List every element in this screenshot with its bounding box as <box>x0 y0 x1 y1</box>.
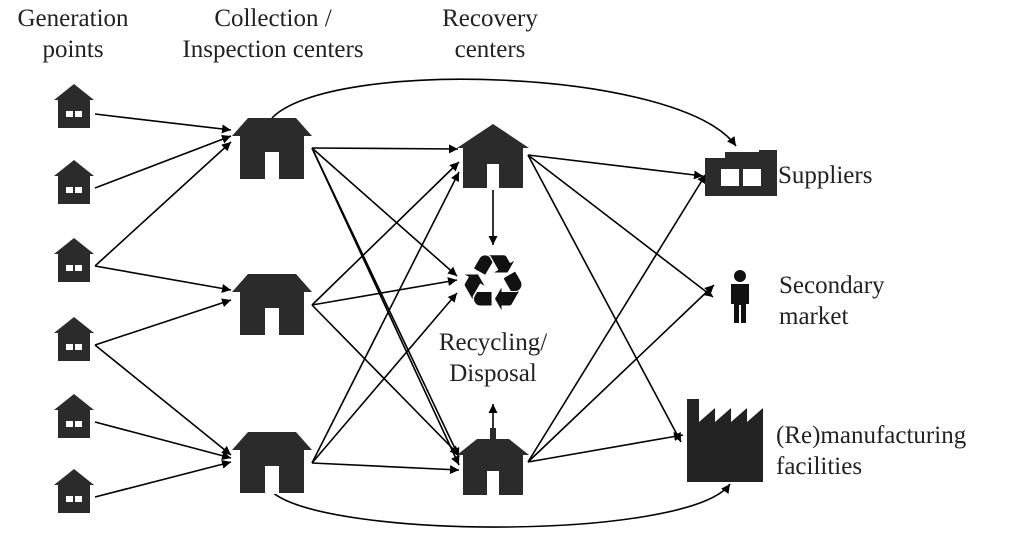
arrow <box>311 292 458 464</box>
label-line: (Re)manufacturing <box>776 422 967 449</box>
label-line: market <box>779 303 849 330</box>
svg-text:♻: ♻ <box>458 239 528 329</box>
large-house-icon <box>457 124 529 189</box>
arrow <box>527 154 714 298</box>
label-line: facilities <box>776 453 863 480</box>
label-line: Secondary <box>779 272 885 299</box>
small-house-icon <box>54 469 94 513</box>
header-line: points <box>42 36 104 63</box>
arrow <box>94 344 232 456</box>
label-line: Disposal <box>449 360 537 387</box>
secondary-market-label: Secondary market <box>779 270 885 332</box>
large-house-icon <box>232 118 312 180</box>
arrow <box>271 483 731 528</box>
arrow <box>311 144 459 154</box>
arrow <box>527 154 682 443</box>
flow-arrows <box>94 78 737 528</box>
small-house-icon <box>54 317 94 361</box>
header-line: Inspection centers <box>182 36 364 63</box>
arrow <box>311 171 460 464</box>
arrow <box>311 147 458 277</box>
header-line: Generation <box>17 5 129 32</box>
supplier-building-icon <box>705 150 777 196</box>
arrow <box>311 277 458 306</box>
arrow <box>94 265 232 293</box>
recycling-disposal-label: Recycling/ Disposal <box>418 327 568 389</box>
small-house-icon <box>54 160 94 204</box>
recovery-centers <box>457 124 529 496</box>
arrow <box>94 135 232 189</box>
arrow <box>311 147 460 466</box>
header-recovery-centers: Recovery centers <box>420 3 560 65</box>
header-line: Recovery <box>442 5 538 32</box>
arrow <box>311 462 460 475</box>
label-line: Suppliers <box>778 162 873 189</box>
arrow <box>311 304 460 456</box>
generation-points <box>54 84 94 513</box>
arrow <box>94 141 232 267</box>
suppliers-label: Suppliers <box>778 160 872 191</box>
factory-icon <box>687 399 763 482</box>
arrow <box>94 298 232 346</box>
header-line: Collection / <box>214 5 332 32</box>
arrow <box>527 173 707 463</box>
header-generation-points: Generation points <box>0 3 146 65</box>
collection-centers <box>232 118 312 494</box>
header-line: centers <box>454 36 526 63</box>
arrow <box>271 78 737 147</box>
arrow <box>311 161 460 306</box>
arrow <box>94 421 232 461</box>
person-icon <box>731 270 749 323</box>
label-line: Recycling/ <box>438 329 548 356</box>
arrow <box>94 113 232 134</box>
arrow <box>94 459 232 498</box>
header-collection-inspection-centers: Collection / Inspection centers <box>158 3 388 65</box>
large-house-icon <box>232 274 312 336</box>
small-house-icon <box>54 238 94 282</box>
remanufacturing-facilities-label: (Re)manufacturing facilities <box>776 420 966 482</box>
large-house-icon <box>457 428 529 496</box>
recycle-icon: ♻ <box>458 239 528 329</box>
small-house-icon <box>54 394 94 438</box>
arrow <box>527 154 704 180</box>
arrow <box>527 284 715 463</box>
arrow <box>527 432 684 463</box>
small-house-icon <box>54 84 94 128</box>
large-house-icon <box>232 432 312 494</box>
